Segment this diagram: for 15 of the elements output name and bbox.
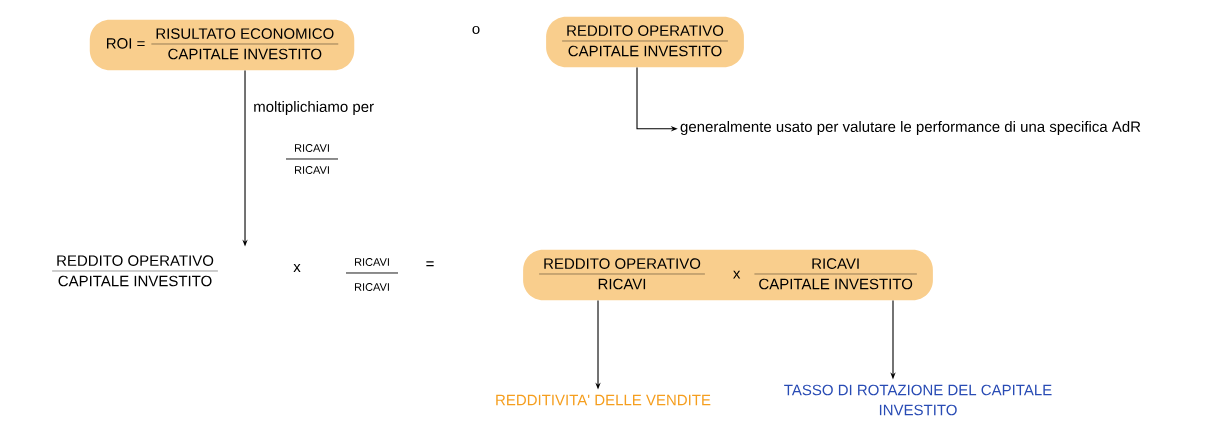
fraction-term: RICAVI <box>295 166 329 174</box>
note-text: generalmente usato per valutare le performance di una specifica AdR <box>680 121 1141 135</box>
formula-highlight: REDDITO OPERATIVO RICAVI x RICAVI CAPITALE INVESTITO <box>523 249 933 301</box>
fraction: REDDITO OPERATIVO CAPITALE INVESTITO <box>51 255 219 287</box>
operator-sign: = <box>426 261 434 267</box>
fraction-term: RICAVI <box>355 258 389 266</box>
formula-highlight: ROI = RISULTATO ECONOMICO CAPITALE INVESTITO <box>89 19 355 71</box>
fraction-term: RICAVI <box>355 283 389 291</box>
operator-sign: x <box>293 264 301 272</box>
formula-highlight: REDDITO OPERATIVO CAPITALE INVESTITO <box>546 16 744 68</box>
fraction-term: RICAVI <box>295 144 329 152</box>
edge-label: moltiplichiamo per <box>254 101 374 115</box>
operator-sign: o <box>472 25 480 35</box>
result-label: TASSO DI ROTAZIONE DEL CAPITALE INVESTITO <box>784 384 1052 416</box>
result-label: REDDITIVITA' DELLE VENDITE <box>496 394 711 406</box>
